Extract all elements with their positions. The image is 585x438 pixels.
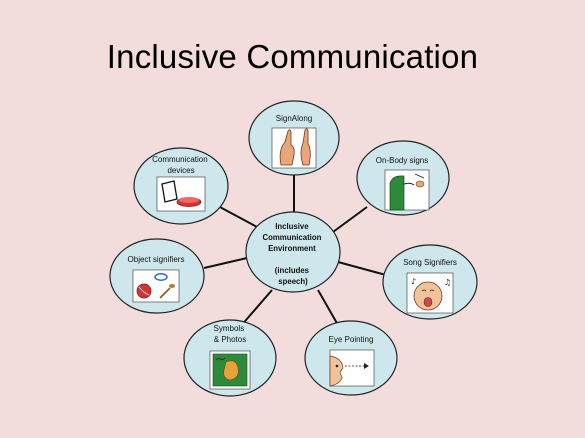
connector-eye-pointing [317,289,339,326]
node-signalong: SignAlong [248,100,340,176]
node-symbols-photos-label: Symbols & Photos [214,324,247,344]
node-object-signifiers: Object signifiers [109,238,205,314]
singing-face-icon: ♪ ♫ [406,272,454,314]
node-song-signifiers: Song Signifiers ♪ ♫ [382,244,478,320]
node-on-body-signs: On-Body signs [356,140,450,216]
signing-hands-icon [271,127,317,169]
eye-pointing-icon [329,349,375,387]
node-object-signifiers-label: Object signifiers [128,255,185,264]
hub-label: Inclusive Communication Environment (inc… [262,222,323,286]
connector-object-signifiers [203,257,248,269]
node-communication-devices-label: Communication devices [152,155,210,175]
svg-text:♫: ♫ [444,278,451,287]
connector-symbols-photos [239,289,273,328]
svg-text:♪: ♪ [411,277,416,286]
node-eye-pointing: Eye Pointing [304,320,398,396]
connector-song-signifiers [337,261,387,276]
node-song-signifiers-label: Song Signifiers [403,258,457,267]
slide-title: Inclusive Communication [106,38,479,75]
node-symbols-photos: Symbols & Photos [183,319,277,397]
connector-communication-devices [217,205,258,228]
connectors [203,175,387,328]
node-communication-devices: Communication devices [133,147,229,225]
node-signalong-label: SignAlong [276,114,312,123]
symbol-card-icon [209,350,251,390]
connector-on-body-signs [332,206,368,233]
node-eye-pointing-label: Eye Pointing [329,335,374,344]
node-on-body-signs-label: On-Body signs [376,156,428,165]
communication-device-icon [156,176,206,212]
objects-icon [132,269,180,303]
hub-node: Inclusive Communication Environment (inc… [245,211,341,293]
on-body-sign-icon [384,169,430,211]
